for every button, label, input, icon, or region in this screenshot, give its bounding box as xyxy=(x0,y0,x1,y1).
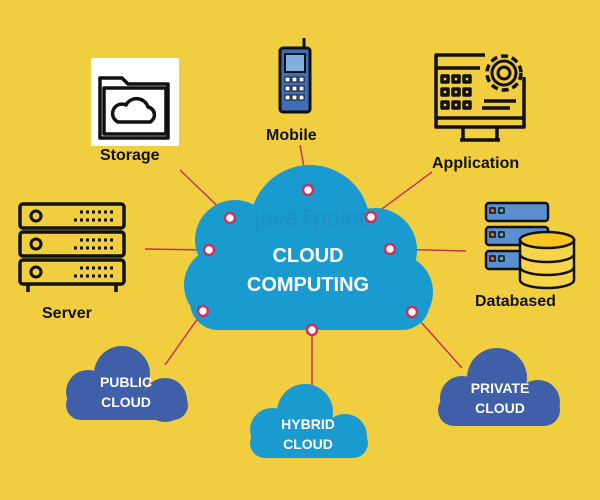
connector-nodes xyxy=(196,183,419,337)
public-cloud-line2: CLOUD xyxy=(101,394,151,410)
hybrid-cloud xyxy=(250,384,368,458)
server-icon xyxy=(18,202,126,292)
main-cloud xyxy=(184,165,433,330)
server-label: Server xyxy=(42,305,92,322)
storage-icon xyxy=(91,58,179,146)
application-icon xyxy=(434,53,526,142)
database-label: Databased xyxy=(475,293,556,310)
mobile-label: Mobile xyxy=(266,127,317,144)
center-title-line2: COMPUTING xyxy=(247,274,369,296)
private-cloud-line2: CLOUD xyxy=(475,400,525,416)
hybrid-cloud-line1: HYBRID xyxy=(281,416,335,432)
watermark: javaTpoint xyxy=(254,205,366,232)
center-title-line1: CLOUD xyxy=(272,245,343,267)
database-icon xyxy=(484,201,576,290)
private-cloud xyxy=(438,348,560,426)
connectors xyxy=(144,144,467,388)
public-cloud xyxy=(66,346,188,422)
application-label: Application xyxy=(432,155,519,172)
storage-label: Storage xyxy=(100,147,160,164)
private-cloud-line1: PRIVATE xyxy=(471,380,530,396)
hybrid-cloud-line2: CLOUD xyxy=(283,436,333,452)
mobile-icon xyxy=(278,38,312,114)
public-cloud-line1: PUBLIC xyxy=(100,374,152,390)
